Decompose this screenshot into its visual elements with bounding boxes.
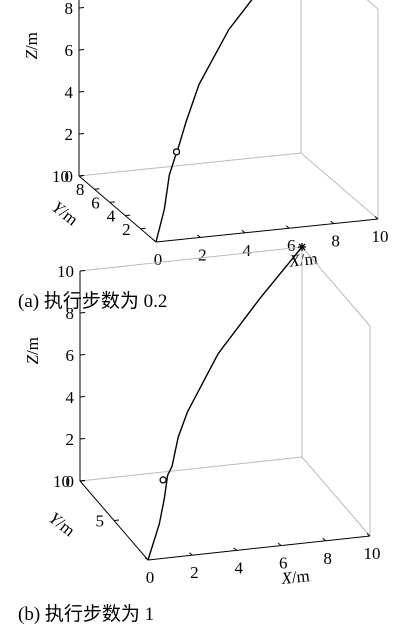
panel-caption: (a) 执行步数为 0.2 [18,290,167,312]
z-tick-label: 6 [66,346,75,365]
z-axis-title-letter: Z [23,355,42,365]
trajectory-line [155,0,253,243]
z-tick [79,438,86,440]
z-tick [79,312,86,314]
z-tick [79,396,86,398]
y-tick [94,188,100,190]
z-tick-label: 2 [65,125,74,144]
z-tick [78,91,85,93]
goal-star-stroke [298,243,306,251]
x-axis-line [155,218,379,243]
x-axis-title-letter: X [287,251,301,271]
y-axis-title: Y/m [45,508,78,540]
x-tick-label: 10 [372,227,389,246]
x-axis-title-unit: /m [299,249,319,270]
z-tick [78,7,85,9]
z-axis-title-unit: /m [22,32,41,50]
y-tick [125,214,131,217]
x-tick [197,234,201,238]
x-axis-title: X/m [279,566,310,588]
y-tick-label: 6 [91,193,100,212]
z-tick-label: 0 [66,472,75,491]
x-tick-label: 0 [146,568,155,587]
x-axis-title: X/m [287,249,318,271]
z-tick [78,133,85,135]
x-tick-label: 2 [198,245,207,264]
y-tick-label: 4 [107,207,116,226]
y-tick [140,227,146,230]
box-edge [366,0,379,10]
z-tick [78,49,85,51]
y-tick-label: 10 [52,167,69,186]
z-tick-label: 2 [66,430,75,449]
circle-marker [172,148,181,156]
x-tick-label: 0 [154,250,163,269]
y-tick [113,519,120,521]
x-tick-label: 4 [235,558,244,577]
y-axis-title: Y/m [48,197,81,229]
x-tick [189,552,193,556]
x-tick [366,533,371,537]
box-edge [79,456,303,482]
z-tick [79,270,86,272]
x-tick [277,542,282,546]
z-tick [79,354,86,356]
trajectory-line [147,246,303,561]
x-tick [241,229,246,234]
x-tick-label: 10 [364,544,381,563]
z-tick-label: 10 [57,262,74,281]
x-tick-label: 6 [279,554,288,573]
box-edge [78,152,302,177]
z-tick-label: 8 [65,0,74,18]
box-edge [301,246,371,327]
x-axis-title-unit: /m [291,566,311,587]
z-axis-title: Z/m [23,337,42,364]
y-tick-label: 8 [76,180,85,199]
x-tick-label: 2 [190,563,199,582]
z-tick-label: 8 [66,304,75,323]
z-axis-title-letter: Z [22,50,41,60]
box-edge [79,246,303,272]
x-axis-line [147,535,371,561]
z-tick-label: 4 [66,388,75,407]
z-tick [78,175,85,177]
z-tick-label: 0 [65,167,74,186]
x-axis-title-letter: X [279,568,293,588]
circle-marker [159,476,167,484]
x-tick [330,220,334,224]
z-axis-title: Z/m [22,32,41,59]
box-edge [301,456,371,537]
y-tick-label: 2 [122,220,131,239]
box-edge [300,152,379,220]
panel-caption: (b) 执行步数为 1 [18,603,154,625]
x-tick [374,216,379,220]
y-tick [109,201,115,203]
z-tick-label: 6 [65,41,74,60]
x-tick-label: 8 [331,232,340,251]
y-tick-label: 10 [53,472,70,491]
x-tick-label: 4 [243,241,252,260]
x-tick-label: 8 [323,549,332,568]
z-tick-label: 4 [65,83,74,102]
x-tick [285,225,290,229]
z-axis-title-unit: /m [23,337,42,355]
goal-star-marker [298,243,306,251]
x-tick [322,537,326,542]
y-tick-label: 5 [96,512,105,531]
x-tick-label: 6 [287,236,296,255]
z-tick [79,480,86,482]
y-axis-line [78,175,157,243]
x-tick [233,547,238,551]
